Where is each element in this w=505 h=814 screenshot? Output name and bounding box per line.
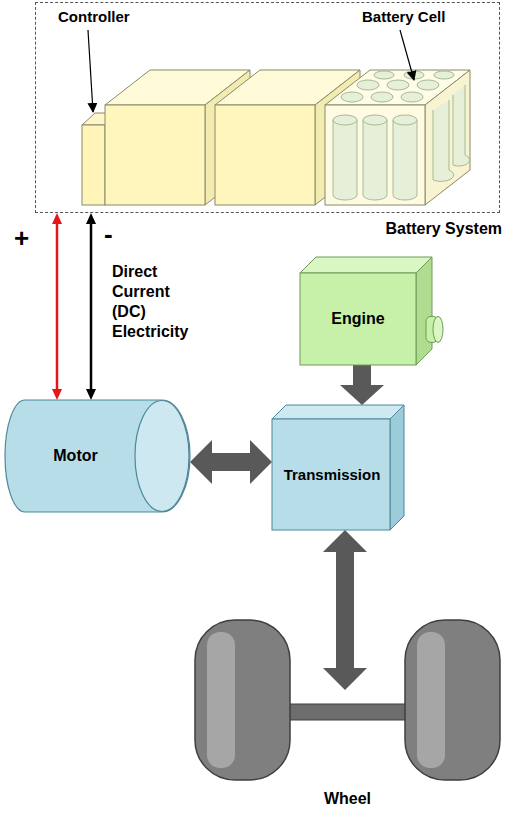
leader-line	[400, 30, 414, 80]
motor-cylinder: Motor	[5, 400, 190, 512]
node-label: Engine	[331, 309, 384, 328]
node-label: Motor	[53, 446, 97, 465]
battery-module-cells	[325, 70, 470, 205]
battery-system-box: Battery System	[35, 2, 500, 213]
engine-box: Engine	[300, 257, 432, 365]
power-flow-arrow	[353, 365, 371, 385]
power-flow-arrow	[212, 453, 250, 471]
power-flow-arrow	[336, 552, 354, 668]
leader-line	[88, 30, 93, 112]
polarity-sign: +	[14, 222, 29, 255]
node-label: Wheel	[324, 789, 371, 808]
positive-wire	[56, 224, 59, 389]
transmission-box: Transmission	[272, 405, 404, 530]
part-label: Controller	[58, 8, 130, 27]
group-heading: Battery System	[386, 219, 503, 238]
part-label: Battery Cell	[362, 8, 445, 27]
negative-wire	[90, 224, 93, 389]
battery-module	[215, 70, 360, 205]
polarity-sign: -	[104, 218, 113, 251]
current-note: Direct Current (DC) Electricity	[112, 262, 204, 342]
node-label: Transmission	[284, 466, 381, 484]
wheel-assembly: Wheel	[195, 690, 500, 810]
